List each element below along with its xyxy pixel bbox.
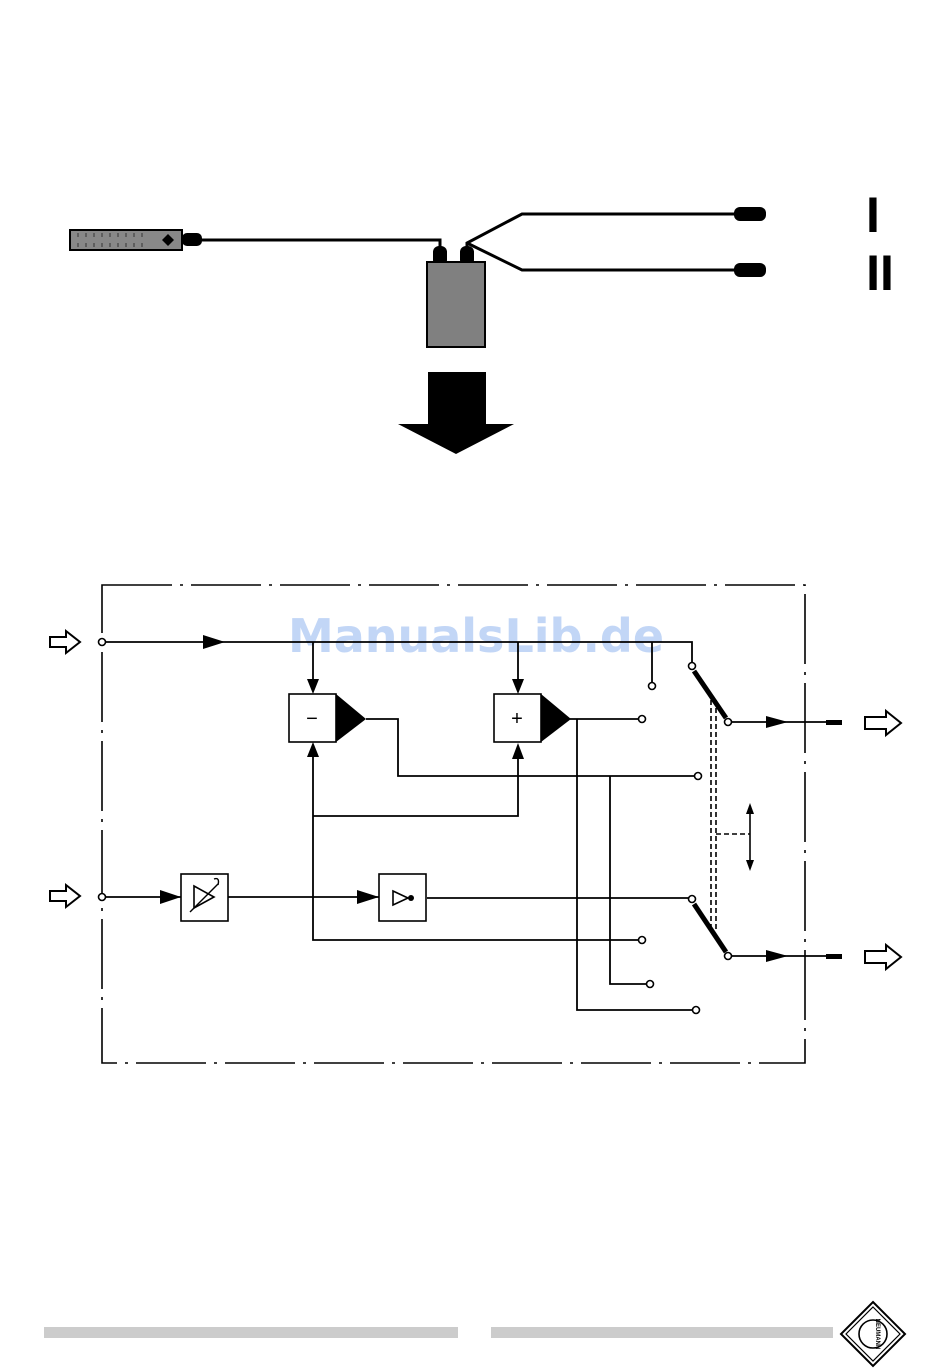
difference-block: − <box>289 694 366 742</box>
output-cable-2 <box>467 243 740 270</box>
footer-bar-left <box>44 1327 458 1338</box>
block-diagram: ManualsLib.de <box>50 585 901 1063</box>
input-terminal-2 <box>99 894 106 901</box>
mic-cable <box>200 240 440 250</box>
output-plug-2 <box>734 263 766 277</box>
down-arrow-icon <box>398 372 514 454</box>
plus-sign: + <box>511 708 523 730</box>
microphone-icon <box>70 230 202 250</box>
neumann-logo-icon: NEUMANN <box>841 1302 905 1366</box>
input-terminal-1 <box>99 639 106 646</box>
logo-text: NEUMANN <box>874 1319 880 1350</box>
watermark-text: ManualsLib.de <box>288 609 664 663</box>
sum-block: + <box>494 694 571 742</box>
input-arrow-icon-2 <box>50 885 80 907</box>
output-switch-2 <box>694 904 726 952</box>
output-arrow-icon-1 <box>865 711 901 735</box>
input-arrow-icon-1 <box>50 631 80 653</box>
variable-amplifier-icon <box>181 874 228 921</box>
inverter-amplifier-icon <box>379 874 426 921</box>
output-switch-1 <box>694 671 726 718</box>
output-plug-1 <box>734 207 766 221</box>
cable-setup-illustration: I II <box>70 187 894 454</box>
page-footer: NEUMANN <box>44 1302 905 1366</box>
splitter-box-icon <box>427 246 485 347</box>
switch-direction-arrow <box>746 803 754 871</box>
output-arrow-icon-2 <box>865 945 901 969</box>
footer-bar-right <box>491 1327 833 1338</box>
minus-sign: − <box>306 708 318 730</box>
output-cable-1 <box>467 214 740 250</box>
output-1-label: I <box>866 187 880 243</box>
output-2-label: II <box>866 245 894 301</box>
